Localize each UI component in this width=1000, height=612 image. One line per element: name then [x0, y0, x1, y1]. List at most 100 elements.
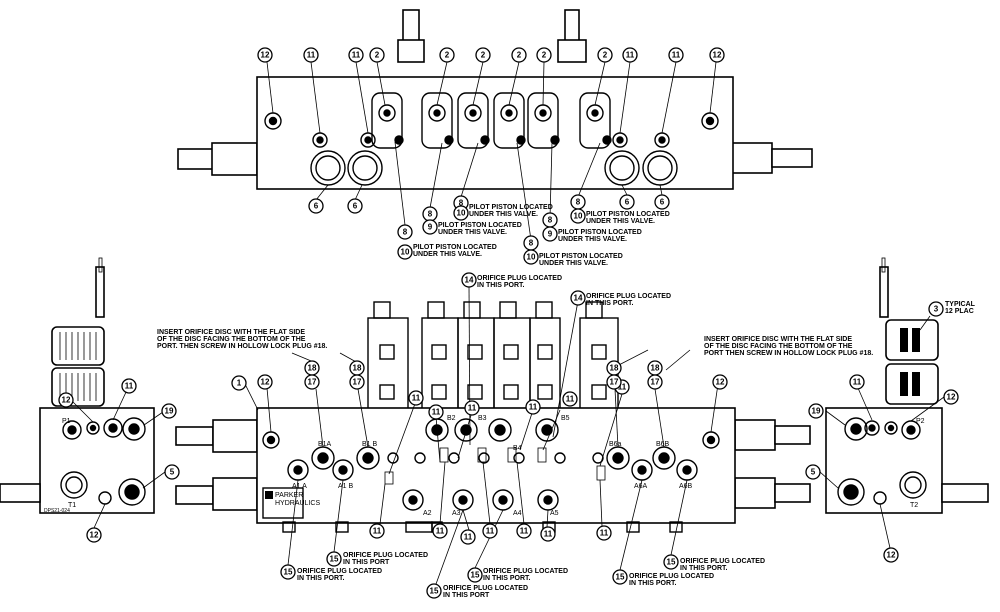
callout-balloon: 2 — [369, 47, 385, 63]
svg-text:8: 8 — [403, 228, 408, 237]
svg-text:11: 11 — [566, 395, 575, 404]
port-label: A5 — [550, 510, 559, 517]
port-label: B1A — [318, 441, 332, 448]
callout-balloon: 2 — [475, 47, 491, 63]
note-text: PORT. THEN SCREW IN HOLLOW LOCK PLUG #18… — [157, 343, 327, 350]
callout-balloon: 8 — [523, 235, 539, 251]
callout-balloon: 6 — [347, 198, 363, 214]
callout-balloon: 11 — [460, 529, 476, 545]
svg-text:15: 15 — [284, 568, 293, 577]
front-manifold-body — [256, 407, 736, 524]
callout-balloon: 17 — [349, 374, 365, 390]
svg-text:11: 11 — [618, 383, 627, 392]
note-text: UNDER THIS VALVE. — [413, 251, 482, 258]
svg-text:6: 6 — [314, 202, 319, 211]
svg-text:12: 12 — [887, 551, 896, 560]
svg-text:17: 17 — [353, 378, 362, 387]
svg-text:12: 12 — [716, 378, 725, 387]
note-text: UNDER THIS VALVE. — [539, 260, 608, 267]
callout-balloon: 2 — [536, 47, 552, 63]
svg-text:6: 6 — [625, 198, 630, 207]
callout-balloon: 18 — [606, 360, 622, 376]
callout-balloon: 19 — [161, 403, 177, 419]
callout-balloon: 6 — [308, 198, 324, 214]
port-label: P2 — [916, 418, 925, 425]
svg-text:11: 11 — [464, 533, 473, 542]
port-label: A3 — [452, 510, 461, 517]
callout-balloon: 19 — [808, 403, 824, 419]
callout-balloon: 8 — [570, 194, 586, 210]
callout-balloon: 15 — [467, 567, 483, 583]
note-text: PILOT PISTON LOCATED — [438, 222, 522, 229]
port-label: B1 B — [362, 441, 378, 448]
svg-text:8: 8 — [548, 216, 553, 225]
svg-text:PARKER: PARKER — [275, 492, 303, 499]
svg-text:12: 12 — [713, 51, 722, 60]
svg-text:18: 18 — [651, 364, 660, 373]
svg-text:11: 11 — [468, 404, 477, 413]
note-text: UNDER THIS VALVE. — [586, 218, 655, 225]
callout-balloon: 11 — [369, 523, 385, 539]
note-text: ORIFICE PLUG LOCATED — [680, 558, 765, 565]
port-label: A1 A — [292, 483, 307, 490]
callout-balloon: 11 — [303, 47, 319, 63]
svg-text:2: 2 — [481, 51, 486, 60]
callout-balloon: 11 — [516, 523, 532, 539]
callout-balloon: 14 — [570, 290, 586, 306]
callout-balloon: 11 — [525, 399, 541, 415]
callout-balloon: 11 — [408, 390, 424, 406]
svg-text:11: 11 — [307, 51, 316, 60]
svg-text:15: 15 — [330, 555, 339, 564]
svg-text:11: 11 — [125, 382, 134, 391]
port-label: A2 — [423, 510, 432, 517]
callout-balloon: 12 — [58, 392, 74, 408]
note-text: 12 PLAC — [945, 308, 974, 315]
callout-balloon: 12 — [86, 527, 102, 543]
note-text: IN THIS PORT. — [477, 282, 525, 289]
left-end-view: P1 T1 DPS21-024 12 11 19 5 12 — [0, 257, 180, 543]
callout-balloon: 2 — [439, 47, 455, 63]
callout-balloon: 10 — [453, 205, 469, 221]
svg-text:17: 17 — [651, 378, 660, 387]
svg-text:11: 11 — [412, 394, 421, 403]
note-text: PILOT PISTON LOCATED — [586, 211, 670, 218]
svg-text:18: 18 — [353, 364, 362, 373]
svg-text:19: 19 — [165, 407, 174, 416]
svg-text:2: 2 — [603, 51, 608, 60]
note-text: PILOT PISTON LOCATED — [539, 253, 623, 260]
callout-balloon: 14 — [461, 272, 477, 288]
callout-balloon: 17 — [304, 374, 320, 390]
svg-text:11: 11 — [436, 527, 445, 536]
note-text: OF THE DISC FACING THE BOTTOM OF THE — [157, 336, 306, 343]
callout-balloon: 11 — [121, 378, 137, 394]
svg-text:15: 15 — [616, 573, 625, 582]
port-label: P1 — [62, 418, 71, 425]
note-text: PILOT PISTON LOCATED — [469, 204, 553, 211]
port-label: T2 — [910, 502, 918, 509]
svg-text:2: 2 — [517, 51, 522, 60]
note-text: OF THE DISC FACING THE BOTTOM OF THE — [704, 343, 853, 350]
callout-balloon: 12 — [257, 47, 273, 63]
svg-text:18: 18 — [610, 364, 619, 373]
svg-text:HYDRAULICS: HYDRAULICS — [275, 500, 320, 507]
callout-balloon: 6 — [654, 194, 670, 210]
callout-balloon: 11 — [432, 523, 448, 539]
svg-text:15: 15 — [430, 587, 439, 596]
svg-text:18: 18 — [308, 364, 317, 373]
svg-text:9: 9 — [548, 230, 553, 239]
svg-text:11: 11 — [486, 527, 495, 536]
callout-balloon: 15 — [612, 569, 628, 585]
svg-text:19: 19 — [812, 407, 821, 416]
note-text: IN THIS PORT. — [586, 300, 634, 307]
note-text: UNDER THIS VALVE. — [558, 236, 627, 243]
port-label: B5 — [561, 415, 570, 422]
callout-balloon: 5 — [805, 464, 821, 480]
port-label: A4 — [513, 510, 522, 517]
svg-text:11: 11 — [600, 529, 609, 538]
svg-text:8: 8 — [576, 198, 581, 207]
port-label: DPS21-024 — [44, 508, 70, 514]
svg-text:2: 2 — [542, 51, 547, 60]
svg-text:9: 9 — [428, 223, 433, 232]
callout-balloon: 12 — [712, 374, 728, 390]
